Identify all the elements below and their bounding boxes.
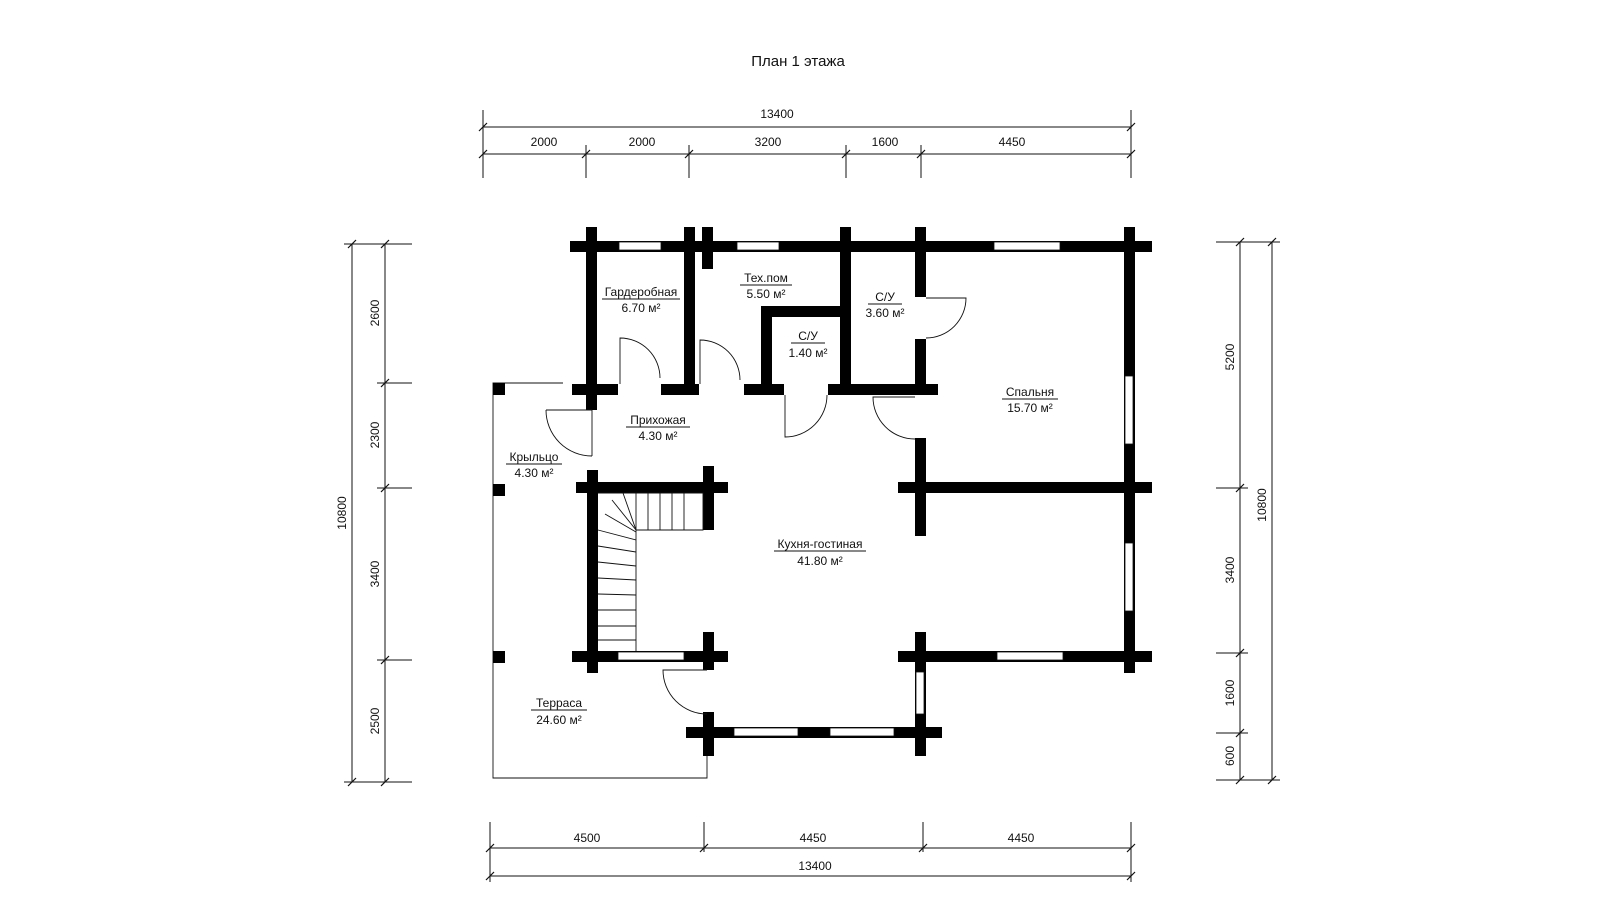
- left-segment-label: 2300: [368, 421, 382, 448]
- right-segment-label: 1600: [1223, 679, 1237, 706]
- bottom-segment-label: 4450: [1008, 831, 1035, 845]
- room-area: 4.30 м²: [639, 429, 678, 443]
- left-dimension-chain: 10800 2600 2300 3400 2500: [335, 239, 412, 787]
- staircase: [597, 492, 704, 651]
- window: [733, 727, 799, 737]
- room-labels: Гардеробная 6.70 м² Тех.пом 5.50 м² С/У …: [506, 271, 1058, 727]
- room-area: 1.40 м²: [789, 346, 828, 360]
- window: [617, 651, 685, 661]
- window: [996, 651, 1064, 661]
- window: [829, 727, 895, 737]
- room-area: 5.50 м²: [747, 287, 786, 301]
- plan-title: План 1 этажа: [751, 53, 845, 70]
- left-segment-label: 2600: [368, 299, 382, 326]
- doors: [545, 297, 967, 715]
- top-segment-label: 1600: [872, 135, 899, 149]
- door-swing: [872, 396, 916, 440]
- top-segment-label: 4450: [999, 135, 1026, 149]
- room-name: Прихожая: [630, 413, 686, 427]
- windows: [617, 241, 1134, 737]
- window: [736, 241, 780, 251]
- door-swing: [619, 337, 661, 384]
- left-total-label: 10800: [335, 496, 349, 530]
- door-swing: [925, 297, 967, 339]
- bottom-segment-label: 4450: [800, 831, 827, 845]
- window: [993, 241, 1061, 251]
- room-area: 6.70 м²: [622, 301, 661, 315]
- room-area: 24.60 м²: [536, 713, 582, 727]
- right-segment-label: 3400: [1223, 556, 1237, 583]
- window: [618, 241, 662, 251]
- room-name: Крыльцо: [510, 450, 559, 464]
- window: [1124, 542, 1134, 612]
- top-dimension-chain: 13400 2000 2000 3200 1600 4450: [478, 107, 1136, 178]
- room-area: 4.30 м²: [515, 466, 554, 480]
- top-segment-label: 2000: [629, 135, 656, 149]
- room-name: Спальня: [1006, 385, 1054, 399]
- room-name: С/У: [798, 329, 818, 343]
- right-dimension-chain: 5200 3400 1600 600 10800: [1216, 237, 1280, 785]
- room-name: Терраса: [536, 696, 582, 710]
- window: [1124, 375, 1134, 445]
- top-segment-label: 2000: [531, 135, 558, 149]
- room-name: Кухня-гостиная: [778, 537, 863, 551]
- right-segment-label: 600: [1223, 746, 1237, 766]
- top-segment-label: 3200: [755, 135, 782, 149]
- door-swing: [784, 394, 828, 438]
- terrace-outline: [492, 382, 708, 779]
- door-swing: [662, 669, 708, 715]
- window: [915, 671, 925, 715]
- bottom-total-label: 13400: [798, 859, 832, 873]
- room-name: С/У: [875, 290, 895, 304]
- door-swing: [699, 339, 741, 384]
- left-segment-label: 3400: [368, 560, 382, 587]
- door-swing: [545, 409, 593, 457]
- left-segment-label: 2500: [368, 707, 382, 734]
- room-area: 15.70 м²: [1007, 401, 1053, 415]
- right-segment-label: 5200: [1223, 343, 1237, 370]
- room-area: 41.80 м²: [797, 554, 843, 568]
- bottom-segment-label: 4500: [574, 831, 601, 845]
- right-total-label: 10800: [1255, 488, 1269, 522]
- top-total-label: 13400: [760, 107, 794, 121]
- bottom-dimension-chain: 4500 4450 4450 13400: [485, 822, 1136, 882]
- room-area: 3.60 м²: [866, 306, 905, 320]
- room-name: Тех.пом: [744, 271, 788, 285]
- room-name: Гардеробная: [605, 285, 678, 299]
